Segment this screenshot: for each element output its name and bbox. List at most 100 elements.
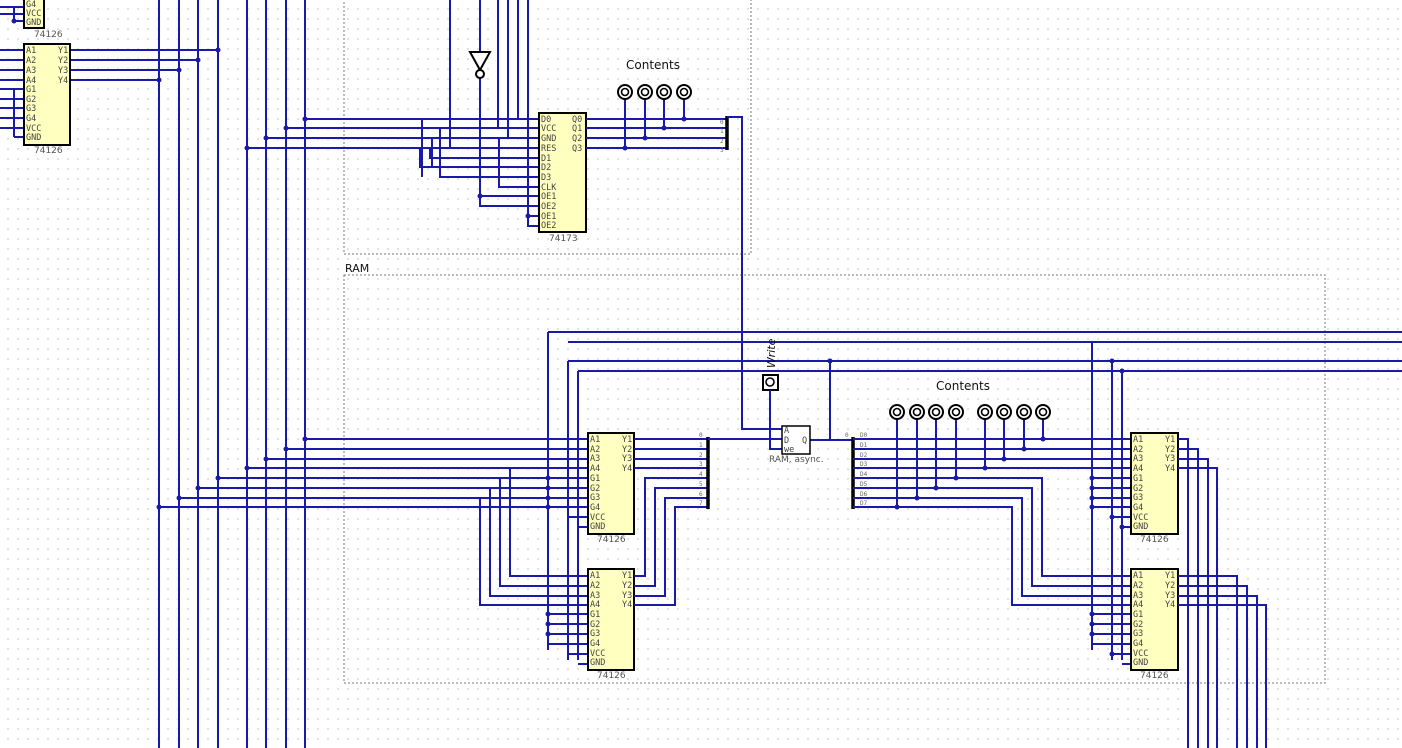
svg-text:VCC: VCC bbox=[1133, 649, 1148, 659]
svg-text:A2: A2 bbox=[1133, 581, 1143, 591]
svg-text:Y4: Y4 bbox=[622, 600, 632, 610]
svg-text:G1: G1 bbox=[26, 85, 36, 95]
svg-text:G1: G1 bbox=[590, 610, 600, 620]
svg-text:D0: D0 bbox=[860, 432, 868, 439]
svg-text:VCC: VCC bbox=[1133, 513, 1148, 523]
svg-text:GND: GND bbox=[541, 134, 556, 144]
svg-text:VCC: VCC bbox=[590, 513, 605, 523]
svg-text:Y3: Y3 bbox=[622, 454, 632, 464]
chip-74126-ram-right-upper: A1 A2 A3 A4 G1 G2 G3 G4 VCC GND Y1 Y2 Y3… bbox=[1130, 432, 1179, 545]
svg-text:G4: G4 bbox=[1133, 639, 1143, 649]
svg-text:G1: G1 bbox=[1133, 474, 1143, 484]
svg-text:Y4: Y4 bbox=[1165, 464, 1175, 474]
svg-text:Q2: Q2 bbox=[572, 134, 582, 144]
svg-text:GND: GND bbox=[590, 522, 605, 532]
svg-text:Y1: Y1 bbox=[622, 571, 632, 581]
svg-text:A1: A1 bbox=[26, 46, 36, 56]
svg-text:OE2: OE2 bbox=[541, 202, 556, 212]
svg-text:G3: G3 bbox=[1133, 493, 1143, 503]
svg-text:CLK: CLK bbox=[541, 183, 557, 193]
svg-text:7: 7 bbox=[699, 500, 703, 507]
ram-section-title: RAM bbox=[345, 262, 369, 275]
svg-text:G4: G4 bbox=[590, 639, 600, 649]
svg-text:0: 0 bbox=[699, 432, 703, 439]
pin-label: GND bbox=[26, 18, 41, 28]
svg-text:D6: D6 bbox=[860, 491, 868, 498]
svg-text:D7: D7 bbox=[860, 500, 868, 507]
chip-74126-ram-left-lower: A1 A2 A3 A4 G1 G2 G3 G4 VCC GND Y1 Y2 Y3… bbox=[587, 568, 635, 681]
svg-text:G3: G3 bbox=[1133, 629, 1143, 639]
contents-label-ram: Contents bbox=[936, 379, 990, 393]
svg-text:A1: A1 bbox=[1133, 571, 1143, 581]
svg-text:RES: RES bbox=[541, 144, 556, 154]
svg-text:G2: G2 bbox=[590, 620, 600, 630]
chip-74126-left: A1 A2 A3 A4 G1 G2 G3 G4 VCC GND Y1 Y2 Y3… bbox=[0, 43, 221, 156]
svg-text:VCC: VCC bbox=[541, 124, 556, 134]
svg-text:A3: A3 bbox=[1133, 454, 1143, 464]
chip-part-number: 74126 bbox=[597, 671, 626, 681]
chip-part-number: 74126 bbox=[1140, 671, 1169, 681]
svg-text:D2: D2 bbox=[860, 452, 868, 459]
svg-text:Y2: Y2 bbox=[58, 56, 68, 66]
svg-text:G2: G2 bbox=[1133, 620, 1143, 630]
ram-right-outputs bbox=[1178, 438, 1267, 748]
svg-text:we: we bbox=[784, 445, 794, 455]
pin-label: G4 bbox=[26, 0, 36, 10]
ram-left-splitter: 0 1 2 3 4 5 6 7 bbox=[634, 432, 782, 606]
svg-text:G4: G4 bbox=[590, 503, 600, 513]
svg-text:Y1: Y1 bbox=[58, 46, 68, 56]
svg-text:A2: A2 bbox=[1133, 445, 1143, 455]
svg-text:D5: D5 bbox=[860, 481, 868, 488]
svg-text:Y3: Y3 bbox=[1165, 591, 1175, 601]
svg-text:A4: A4 bbox=[1133, 600, 1143, 610]
svg-text:VCC: VCC bbox=[590, 649, 605, 659]
svg-text:G3: G3 bbox=[590, 629, 600, 639]
svg-text:A3: A3 bbox=[1133, 591, 1143, 601]
pin-label: VCC bbox=[26, 9, 41, 19]
svg-text:D2: D2 bbox=[541, 163, 551, 173]
svg-text:A4: A4 bbox=[590, 464, 600, 474]
chip-part-number: 74173 bbox=[549, 234, 578, 244]
svg-text:Y4: Y4 bbox=[622, 464, 632, 474]
svg-text:D0: D0 bbox=[541, 115, 551, 125]
chip-74126-top-left-partial: G4 VCC GND 74126 bbox=[0, 0, 63, 40]
chip-74126-ram-right-lower: A1 A2 A3 A4 G1 G2 G3 G4 VCC GND Y1 Y2 Y3… bbox=[1130, 568, 1179, 681]
register-section-box bbox=[343, 0, 752, 255]
chip-74173-register: D0 VCC GND RES D1 D2 D3 CLK OE1 OE2 OE1 … bbox=[538, 112, 587, 244]
svg-text:A4: A4 bbox=[590, 600, 600, 610]
svg-text:G1: G1 bbox=[1133, 610, 1143, 620]
svg-text:G3: G3 bbox=[26, 104, 36, 114]
svg-text:D4: D4 bbox=[860, 471, 868, 478]
chip-part-number: 74126 bbox=[597, 535, 626, 545]
svg-text:A1: A1 bbox=[590, 435, 600, 445]
svg-text:Y1: Y1 bbox=[1165, 571, 1175, 581]
svg-text:Q1: Q1 bbox=[572, 124, 582, 134]
svg-text:Y2: Y2 bbox=[1165, 445, 1175, 455]
svg-text:Q3: Q3 bbox=[572, 144, 582, 154]
chip-part-number: 74126 bbox=[1140, 535, 1169, 545]
svg-text:G4: G4 bbox=[1133, 503, 1143, 513]
svg-text:D1: D1 bbox=[860, 442, 868, 449]
svg-text:2: 2 bbox=[720, 138, 724, 145]
write-label: Write bbox=[765, 338, 778, 368]
svg-text:A1: A1 bbox=[1133, 435, 1143, 445]
svg-text:A4: A4 bbox=[1133, 464, 1143, 474]
register-contents-probes: Contents 0 1 2 3 bbox=[586, 58, 782, 430]
register-wiring bbox=[244, 0, 539, 227]
svg-text:5: 5 bbox=[699, 481, 703, 488]
svg-text:D: D bbox=[784, 436, 789, 446]
ram-right-enables bbox=[1089, 475, 1131, 665]
svg-text:G3: G3 bbox=[590, 493, 600, 503]
svg-text:A3: A3 bbox=[590, 591, 600, 601]
svg-text:GND: GND bbox=[1133, 522, 1148, 532]
svg-text:A2: A2 bbox=[590, 581, 600, 591]
svg-text:A: A bbox=[784, 426, 789, 436]
chip-74126-ram-left-upper: A1 A2 A3 A4 G1 G2 G3 G4 VCC GND Y1 Y2 Y3… bbox=[587, 432, 635, 545]
svg-text:Y3: Y3 bbox=[622, 591, 632, 601]
svg-text:1: 1 bbox=[699, 442, 703, 449]
svg-text:G4: G4 bbox=[26, 114, 36, 124]
svg-text:Y2: Y2 bbox=[1165, 581, 1175, 591]
chip-part-number: 74126 bbox=[34, 30, 63, 40]
svg-text:GND: GND bbox=[26, 133, 41, 143]
svg-text:D3: D3 bbox=[860, 461, 868, 468]
